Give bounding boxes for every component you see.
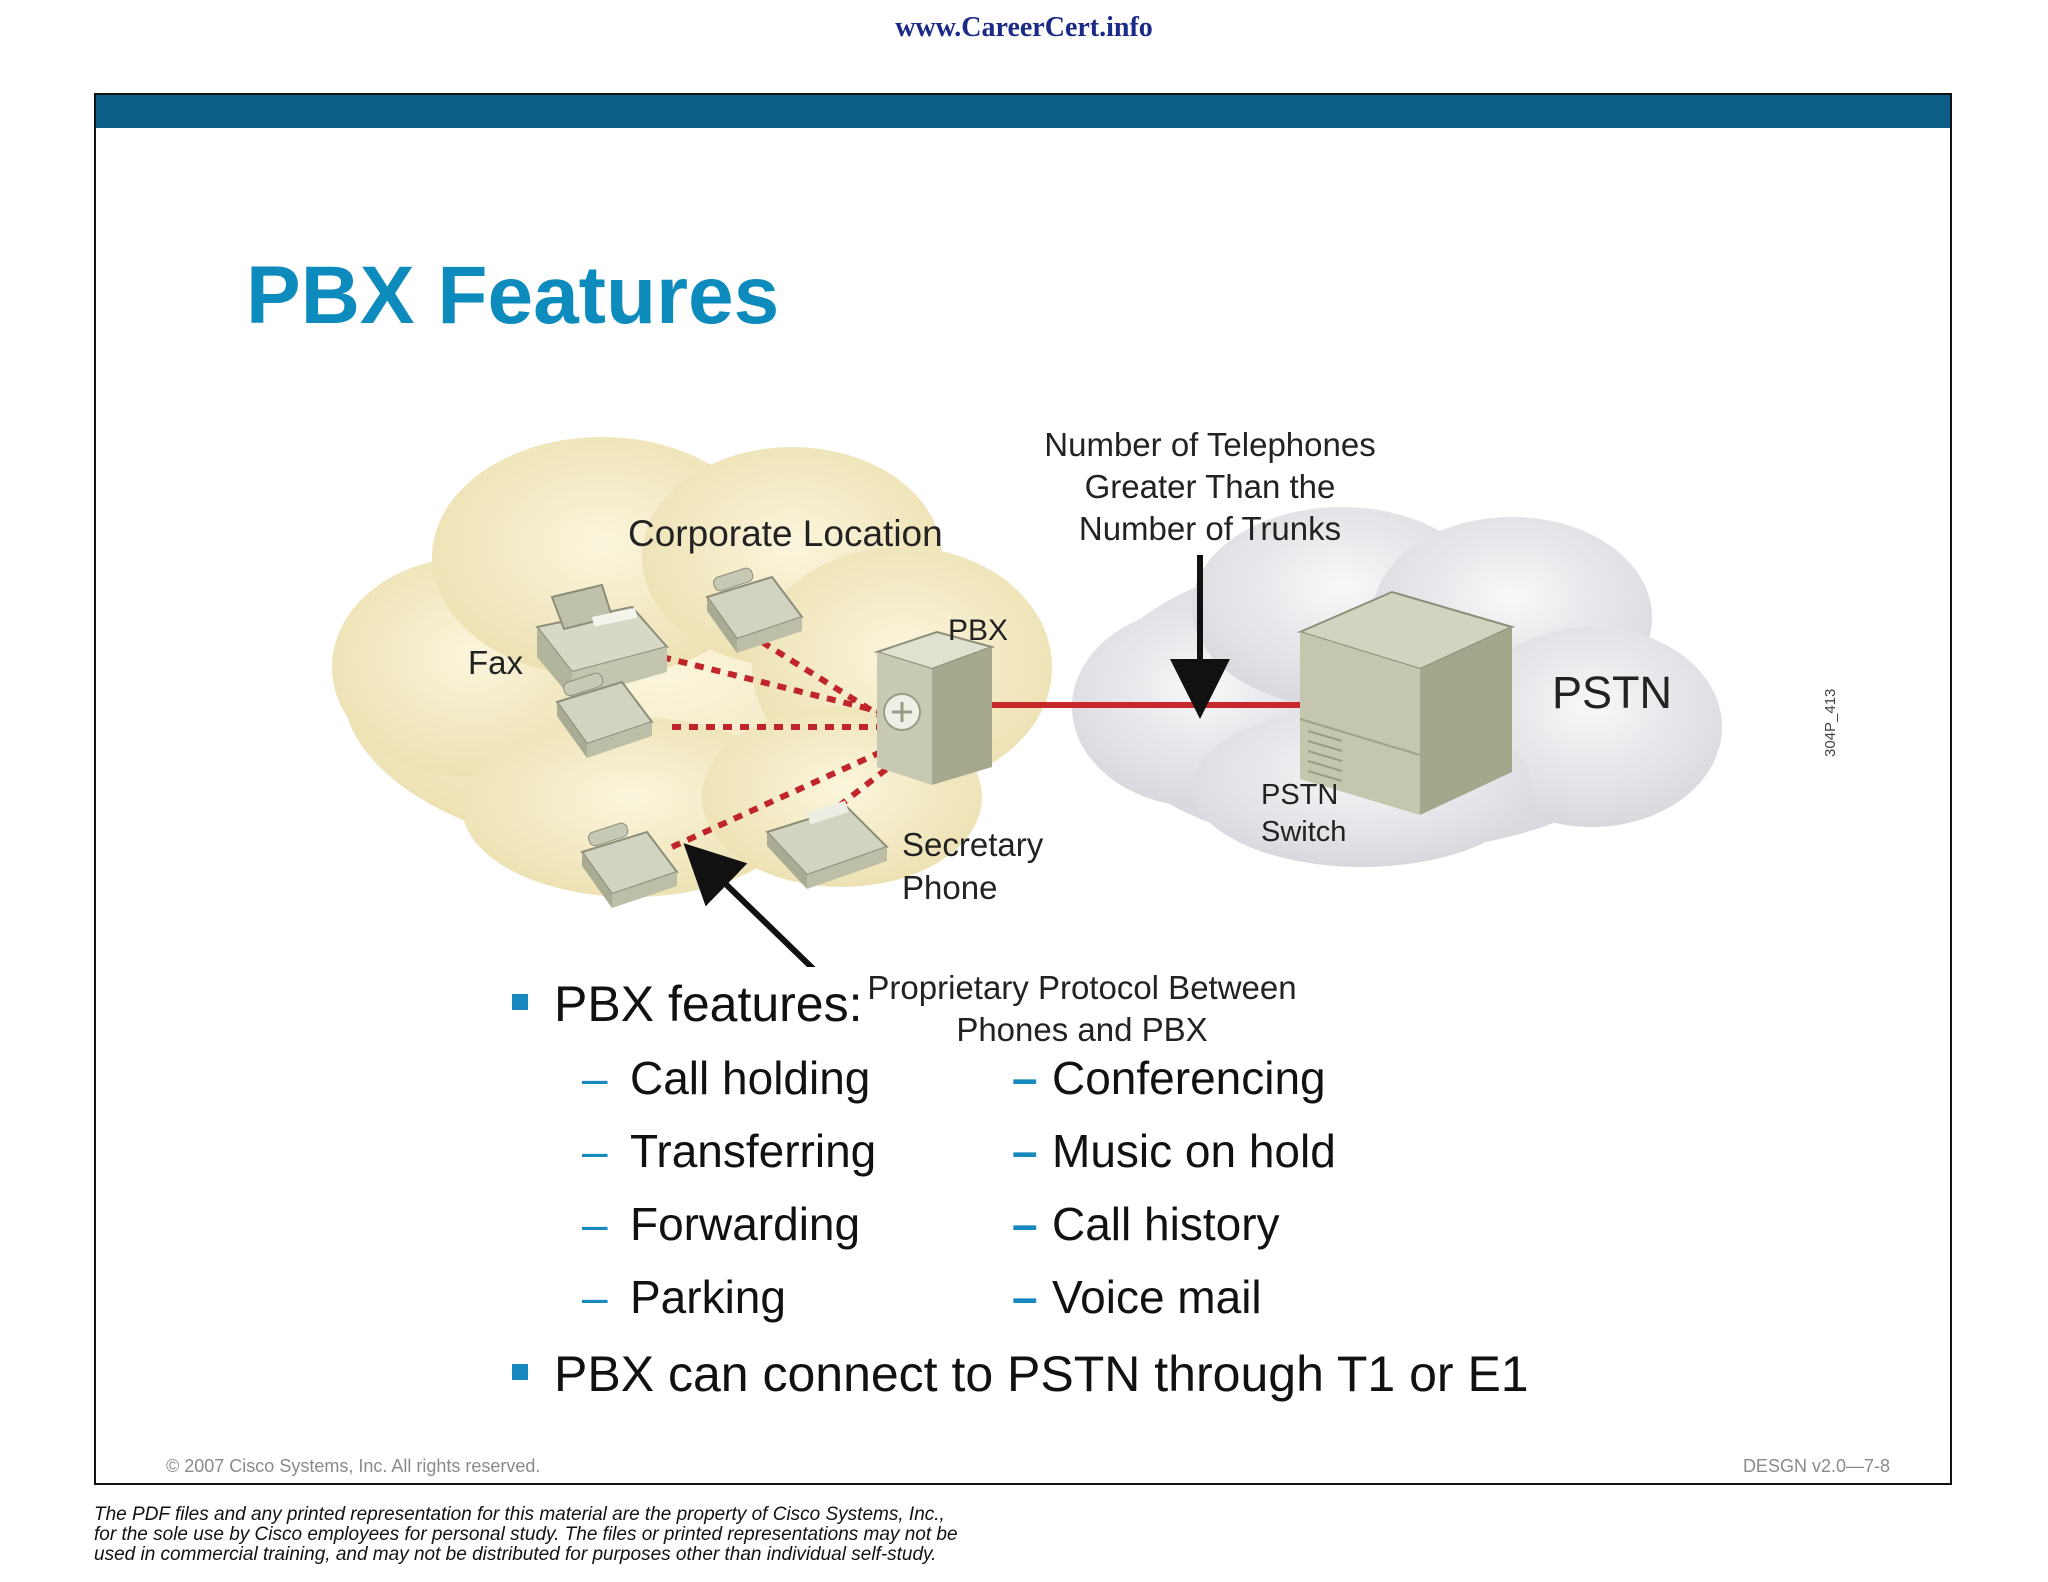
list-item: –Voice mail [1012, 1271, 1262, 1323]
pstn-switch-label: PSTN Switch [1261, 779, 1347, 848]
corporate-location-label: Corporate Location [628, 513, 943, 554]
bullet-pstn-connection: PBX can connect to PSTN through T1 or E1 [512, 1345, 1529, 1403]
phone-link-top [760, 639, 884, 720]
fax-label: Fax [468, 644, 524, 681]
list-item: –Forwarding [582, 1198, 861, 1250]
list-item: –Call history [1012, 1198, 1280, 1250]
trunk-annotation: Number of Telephones Greater Than the Nu… [1044, 426, 1376, 547]
list-item: –Call holding [582, 1052, 871, 1104]
slide: PBX Features [94, 93, 1952, 1485]
list-item: –Music on hold [1012, 1125, 1336, 1177]
pbx-label: PBX [948, 614, 1009, 647]
slide-title: PBX Features [246, 250, 780, 341]
site-url: www.CareerCert.info [895, 12, 1153, 43]
pstn-label: PSTN [1552, 667, 1673, 718]
secretary-phone-icon [765, 800, 889, 889]
phone-icon [705, 567, 804, 653]
slide-header-bar [96, 95, 1950, 128]
protocol-annotation: Proprietary Protocol Between Phones and … [867, 969, 1297, 1048]
bullet-pbx-features: PBX features: [512, 975, 863, 1033]
bullet-square-icon [512, 993, 528, 1010]
bullet-square-icon [512, 1363, 528, 1380]
phone-icon [580, 822, 679, 908]
pbx-icon [873, 630, 996, 785]
protocol-arrow [683, 843, 816, 967]
copyright: © 2007 Cisco Systems, Inc. All rights re… [166, 1456, 541, 1476]
list-item: –Parking [582, 1271, 786, 1323]
pbx-diagram: Number of Telephones Greater Than the Nu… [302, 327, 1842, 1048]
list-item: –Conferencing [1012, 1052, 1326, 1104]
secretary-phone-label: Secretary Phone [902, 826, 1044, 906]
phone-link-bottom [670, 744, 894, 850]
disclaimer: The PDF files and any printed representa… [94, 1504, 958, 1565]
figure-code: 304P_413 [1822, 688, 1839, 757]
phone-icon [555, 672, 654, 758]
course-code: DESGN v2.0—7-8 [1742, 1456, 1890, 1476]
pstn-switch-icon [1297, 590, 1515, 815]
fax-link [661, 654, 883, 715]
diagram-graphics [332, 437, 1722, 967]
list-item: –Transferring [582, 1125, 877, 1177]
